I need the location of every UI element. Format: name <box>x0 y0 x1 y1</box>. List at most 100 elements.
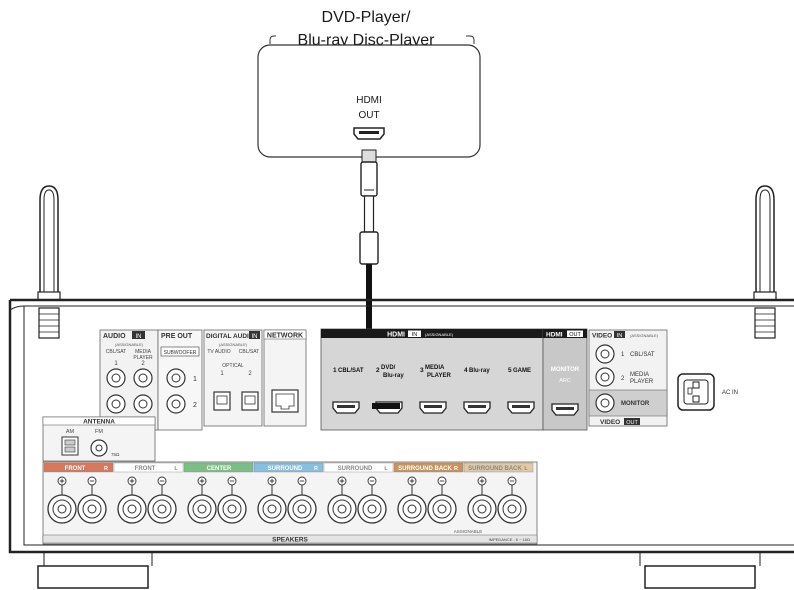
digital-audio-col2: CBL/SAT <box>239 349 259 355</box>
digital-audio-col1: TV AUDIO <box>207 349 230 355</box>
cable-plug-top <box>360 161 378 197</box>
digital-audio-num2: 2 <box>248 371 252 377</box>
antenna-left <box>37 185 61 339</box>
hdmi-out-monitor: MONITOR <box>551 367 580 373</box>
hdmi-input-label-line2: PLAYER <box>427 373 451 379</box>
pre-out-section: PRE OUT SUBWOOFER 1 2 <box>157 329 203 431</box>
foot-right <box>644 565 756 589</box>
speaker-terminal[interactable] <box>117 476 147 524</box>
speaker-terminal[interactable] <box>427 476 457 524</box>
ethernet-port[interactable] <box>271 389 299 413</box>
speaker-terminal[interactable] <box>397 476 427 524</box>
speaker-channel: SURROUND R <box>253 462 324 524</box>
am-antenna-terminal[interactable] <box>61 436 79 456</box>
hdmi-out-heading: HDMI <box>546 332 563 339</box>
video-in2-num: 2 <box>621 376 625 382</box>
video-in-jack[interactable] <box>595 367 615 387</box>
speaker-channel-tag: R <box>314 466 318 472</box>
pre-out-sub: SUBWOOFER <box>164 350 197 356</box>
video-section: VIDEO IN (ASSIGNABLE) 1 CBL/SAT 2 MEDIA … <box>588 329 668 427</box>
antenna-fm: FM <box>95 429 103 435</box>
hdmi-input-port[interactable] <box>463 401 491 414</box>
speaker-terminal[interactable] <box>357 476 387 524</box>
hdmi-monitor-out-port[interactable] <box>551 403 579 416</box>
source-hdmi-label-line2: OUT <box>358 110 379 121</box>
speaker-channel-label: SURROUND <box>268 466 303 472</box>
hdmi-input-number: 5 <box>508 367 512 374</box>
speaker-channel-label: SURROUND <box>338 466 373 472</box>
video-sub: (ASSIGNABLE) <box>630 333 659 338</box>
hdmi-in-heading: HDMI <box>387 332 405 339</box>
optical-jack[interactable] <box>241 391 259 411</box>
audio-in-sub: (ASSIGNABLE) <box>115 342 144 347</box>
ac-in-section: AC IN <box>677 373 738 411</box>
speaker-terminal[interactable] <box>257 476 287 524</box>
network-heading: NETWORK <box>267 333 303 340</box>
speakers-assignable: ASSIGNABLE <box>454 529 483 534</box>
audio-in-jack[interactable] <box>133 368 153 388</box>
audio-in-section: AUDIO IN (ASSIGNABLE) CBL/SAT MEDIA PLAY… <box>99 329 159 431</box>
speaker-terminal[interactable] <box>497 476 527 524</box>
audio-in-num1: 1 <box>114 361 118 367</box>
source-hdmi-port-slot <box>359 131 379 134</box>
video-heading: VIDEO <box>592 333 612 340</box>
antenna-heading: ANTENNA <box>83 419 115 426</box>
ac-inlet[interactable] <box>677 373 715 411</box>
speaker-terminal[interactable] <box>77 476 107 524</box>
speaker-channel-tag: R <box>454 466 458 472</box>
bracket-left <box>269 35 276 44</box>
digital-audio-tag: IN <box>252 334 258 340</box>
digital-audio-num1: 1 <box>220 371 224 377</box>
speaker-terminal[interactable] <box>467 476 497 524</box>
video-in1-num: 1 <box>621 352 625 358</box>
digital-audio-section: DIGITAL AUDIO IN (ASSIGNABLE) TV AUDIO C… <box>203 329 263 427</box>
speaker-channel-header <box>323 462 394 473</box>
hdmi-input-port[interactable] <box>332 401 360 414</box>
network-section: NETWORK <box>263 329 307 427</box>
antenna-fm-ohm: 75Ω <box>111 452 120 457</box>
video-monitor-jack[interactable] <box>595 393 615 413</box>
hdmi-input-number: 4 <box>464 367 468 374</box>
video-in-jack[interactable] <box>595 344 615 364</box>
speaker-terminal[interactable] <box>287 476 317 524</box>
audio-in-col1: CBL/SAT <box>106 349 126 355</box>
speaker-terminal[interactable] <box>217 476 247 524</box>
speaker-channel-header <box>463 462 534 473</box>
speakers-heading: SPEAKERS <box>272 537 308 544</box>
hdmi-out-section: HDMI OUT MONITOR ARC <box>542 328 588 431</box>
pre-out-num1: 1 <box>193 376 197 383</box>
optical-jack[interactable] <box>213 391 231 411</box>
video-out-tag: OUT <box>626 420 638 426</box>
subwoofer-jack[interactable] <box>166 368 186 388</box>
hdmi-input-port[interactable] <box>419 401 447 414</box>
speaker-channel: FRONT L <box>113 462 184 524</box>
hdmi-in-sub: (ASSIGNABLE) <box>425 332 454 337</box>
digital-audio-optical: OPTICAL <box>222 363 244 369</box>
hdmi-input-port[interactable] <box>507 401 535 414</box>
audio-in-jack[interactable] <box>133 394 153 414</box>
speaker-terminal[interactable] <box>187 476 217 524</box>
subwoofer-jack[interactable] <box>166 394 186 414</box>
source-hdmi-label-line1: HDMI <box>356 95 382 106</box>
fm-antenna-jack[interactable] <box>90 439 108 457</box>
pre-out-num2: 2 <box>193 402 197 409</box>
speaker-channel-label: SURROUND BACK <box>398 466 452 472</box>
speaker-terminal[interactable] <box>147 476 177 524</box>
speaker-terminal[interactable] <box>47 476 77 524</box>
source-title-line1: DVD-Player/ <box>322 9 411 26</box>
speaker-channel-tag: L <box>524 466 528 472</box>
hdmi-input-label: GAME <box>513 368 531 374</box>
ac-in-label: AC IN <box>722 390 738 396</box>
audio-in-jack[interactable] <box>106 394 126 414</box>
cable-plug-top-head <box>361 149 377 163</box>
audio-in-jack[interactable] <box>106 368 126 388</box>
speaker-channel-tag: L <box>174 466 178 472</box>
speaker-channel-label: CENTER <box>207 466 232 472</box>
speaker-channel-label: FRONT <box>135 466 156 472</box>
digital-audio-heading: DIGITAL AUDIO <box>206 333 254 340</box>
speaker-terminal[interactable] <box>327 476 357 524</box>
